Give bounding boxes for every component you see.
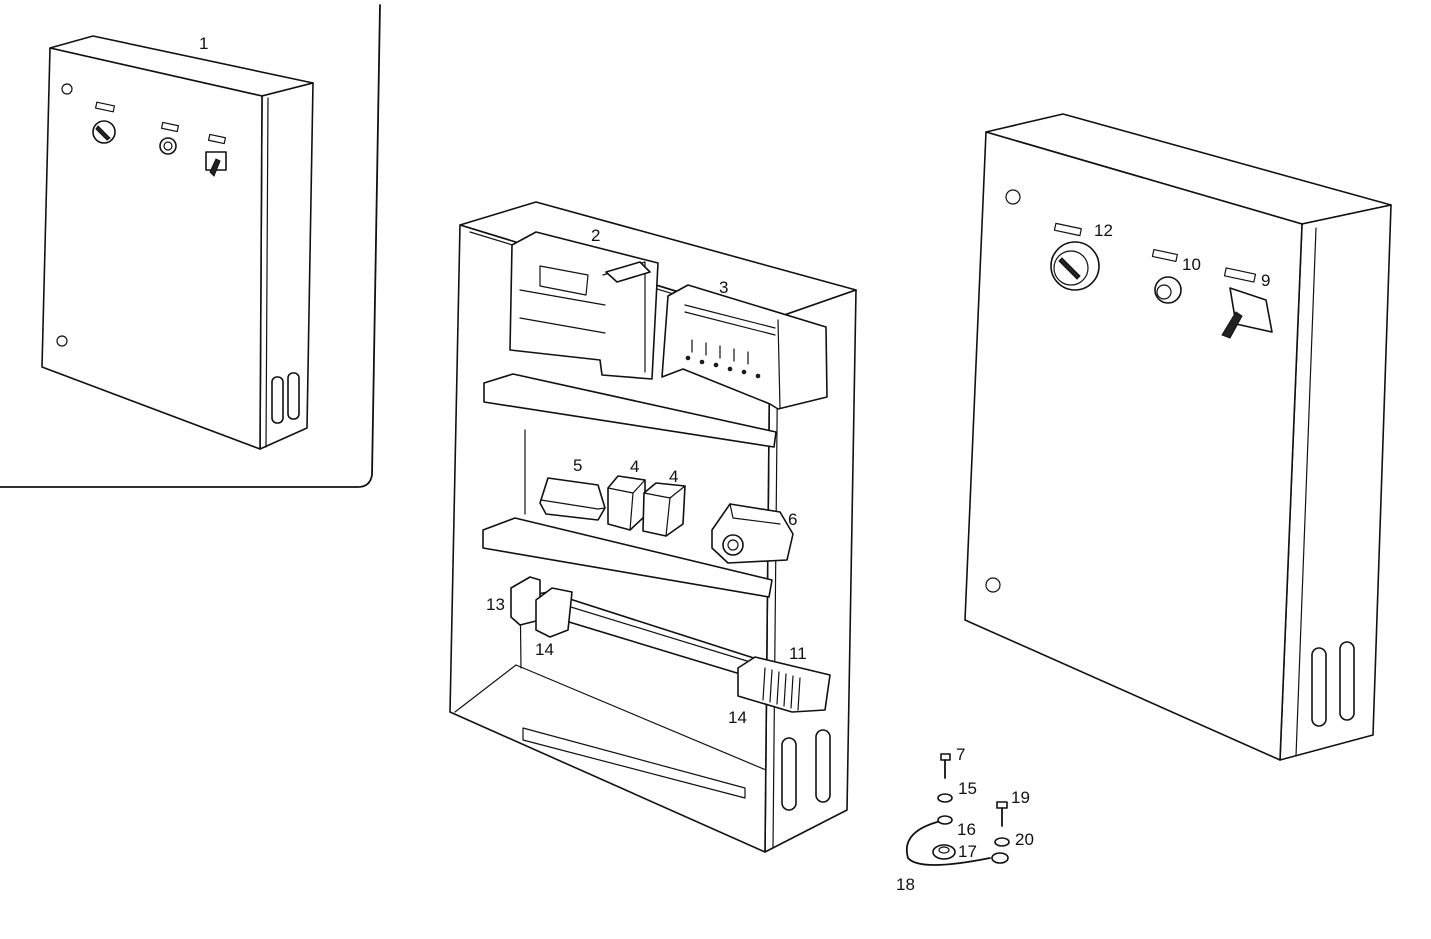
washer-15 <box>937 793 953 803</box>
callout-5: 5 <box>573 456 582 475</box>
callout-13: 13 <box>486 595 505 614</box>
bolt-head-19 <box>996 801 1008 809</box>
relay-large <box>539 477 606 521</box>
gauge-icon <box>1050 241 1100 291</box>
open-cabinet-housing <box>449 201 857 853</box>
push-button-icon <box>159 137 177 155</box>
callout-3: 3 <box>719 278 728 297</box>
callout-14a: 14 <box>535 640 554 659</box>
terminal-blocks-icon <box>762 667 801 711</box>
callout-11: 11 <box>789 644 807 663</box>
callout-18: 18 <box>896 875 915 894</box>
socket-icon <box>722 534 744 556</box>
callout-2: 2 <box>591 226 600 245</box>
cabinet-door-right <box>964 113 1392 761</box>
callout-17: 17 <box>958 842 977 861</box>
relay-small-left <box>607 475 646 531</box>
callout-14b: 14 <box>728 708 747 727</box>
callout-4a: 4 <box>630 457 639 476</box>
nut-17 <box>932 844 956 860</box>
callout-10: 10 <box>1182 255 1201 274</box>
relay-small-right <box>642 482 686 537</box>
callout-12: 12 <box>1094 221 1113 240</box>
callout-1: 1 <box>199 34 208 53</box>
callout-6: 6 <box>788 510 797 529</box>
inset-frame <box>0 4 381 488</box>
toggle-lever-icon <box>1229 287 1273 333</box>
callout-labels: 1 2 3 5 4 4 6 13 14 11 14 12 10 9 7 15 1… <box>199 34 1270 894</box>
washer-20 <box>994 837 1010 847</box>
terminal-rail <box>510 576 831 713</box>
callout-15: 15 <box>958 779 977 798</box>
callout-4b: 4 <box>669 467 678 486</box>
ground-strap-parts <box>905 753 1010 866</box>
ring-terminal <box>991 852 1009 864</box>
closed-cabinet-front <box>41 35 314 450</box>
callout-20: 20 <box>1015 830 1034 849</box>
relay-board <box>661 284 828 410</box>
callout-16: 16 <box>957 820 976 839</box>
control-module <box>509 231 659 380</box>
washer-16 <box>937 815 953 825</box>
callout-19: 19 <box>1011 788 1030 807</box>
indicator-button-icon <box>1154 276 1182 304</box>
connector-block <box>711 503 794 564</box>
callout-7: 7 <box>956 745 965 764</box>
bolt-head-7 <box>940 753 951 761</box>
terminal-strip-icon <box>685 339 761 379</box>
callout-9: 9 <box>1261 271 1270 290</box>
